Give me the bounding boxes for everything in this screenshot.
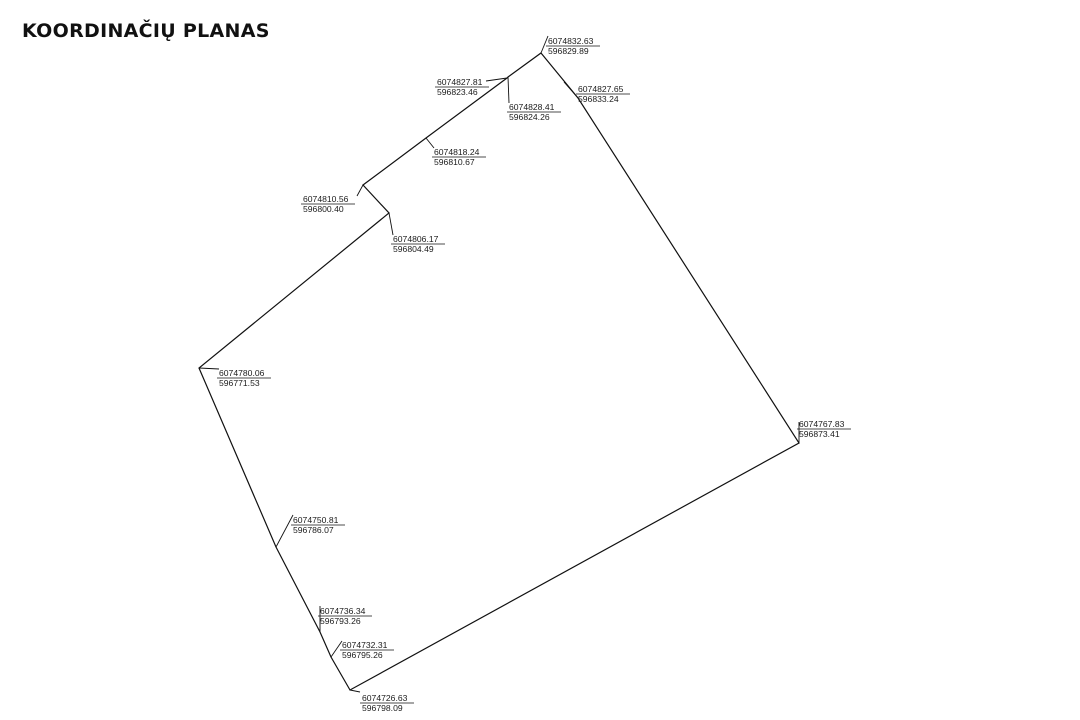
coordinate-x-value: 6074767.83 xyxy=(799,419,845,429)
coordinate-x-value: 6074810.56 xyxy=(303,194,349,204)
coordinate-x-value: 6074726.63 xyxy=(362,693,408,703)
coordinate-labels: 6074832.63596829.896074827.65596833.2460… xyxy=(217,36,851,713)
coordinate-x-value: 6074827.81 xyxy=(437,77,483,87)
coordinate-y-value: 596795.26 xyxy=(342,650,383,660)
coordinate-y-value: 596829.89 xyxy=(548,46,589,56)
coordinate-y-value: 596793.26 xyxy=(320,616,361,626)
coordinate-y-value: 596771.53 xyxy=(219,378,260,388)
coordinate-y-value: 596810.67 xyxy=(434,157,475,167)
coordinate-y-value: 596798.09 xyxy=(362,703,403,713)
leader-line xyxy=(507,76,510,104)
label-leader-lines xyxy=(198,35,800,693)
coordinate-x-value: 6074806.17 xyxy=(393,234,439,244)
leader-line xyxy=(540,35,549,54)
coordinate-x-value: 6074736.34 xyxy=(320,606,366,616)
coordinate-x-value: 6074732.31 xyxy=(342,640,388,650)
coordinate-x-value: 6074828.41 xyxy=(509,102,555,112)
coordinate-y-value: 596823.46 xyxy=(437,87,478,97)
leader-line xyxy=(563,81,579,99)
leader-line xyxy=(485,77,508,82)
coordinate-y-value: 596873.41 xyxy=(799,429,840,439)
coordinate-x-value: 6074750.81 xyxy=(293,515,339,525)
parcel-boundary-line xyxy=(198,52,800,691)
coordinate-y-value: 596786.07 xyxy=(293,525,334,535)
coordinate-x-value: 6074780.06 xyxy=(219,368,265,378)
page-title: KOORDINAČIŲ PLANAS xyxy=(22,20,270,42)
coordinate-x-value: 6074832.63 xyxy=(548,36,594,46)
coordinate-y-value: 596824.26 xyxy=(509,112,550,122)
coordinate-x-value: 6074827.65 xyxy=(578,84,624,94)
coordinate-y-value: 596804.49 xyxy=(393,244,434,254)
coordinate-x-value: 6074818.24 xyxy=(434,147,480,157)
leader-line xyxy=(349,689,361,693)
leader-line xyxy=(330,640,343,658)
coordinate-y-value: 596800.40 xyxy=(303,204,344,214)
leader-line xyxy=(356,184,364,197)
coordinate-y-value: 596833.24 xyxy=(578,94,619,104)
leader-line xyxy=(275,514,294,548)
leader-line xyxy=(388,212,394,236)
leader-line xyxy=(425,137,435,149)
leader-line xyxy=(198,367,220,370)
